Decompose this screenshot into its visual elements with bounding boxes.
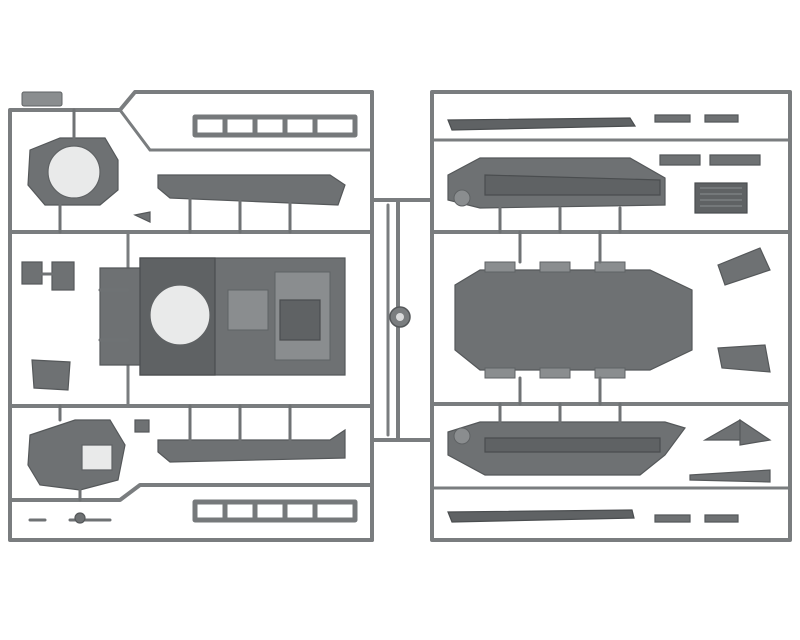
turret-ring-part — [27, 108, 119, 234]
ladder-part-bottom — [192, 499, 358, 523]
fender-part-lower — [157, 404, 346, 463]
hull-floor-part — [454, 230, 693, 406]
side-panel-lower — [447, 402, 686, 476]
small-parts-bottom-left — [28, 419, 150, 524]
sprue-tag — [21, 91, 63, 107]
track-part-bottom — [447, 509, 635, 523]
grille-part — [694, 182, 748, 214]
ladder-part-top — [192, 114, 358, 138]
center-connector — [370, 198, 434, 442]
right-sprue-frame — [430, 90, 792, 542]
hull-top-part — [98, 257, 346, 376]
left-sprue-frame — [8, 90, 374, 542]
small-parts-right — [654, 114, 772, 523]
front-hull-part — [27, 404, 126, 502]
side-panel-upper — [447, 157, 666, 234]
fender-part-upper — [157, 174, 346, 234]
track-part-top — [447, 117, 637, 131]
small-parts-left — [21, 211, 151, 391]
